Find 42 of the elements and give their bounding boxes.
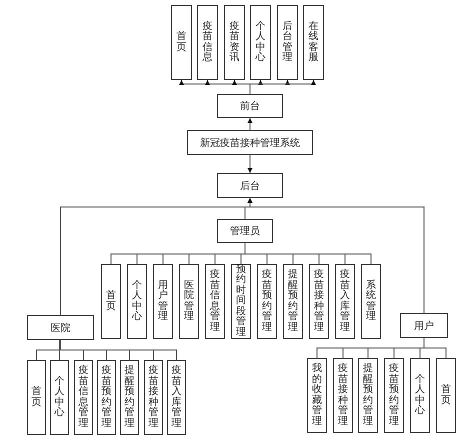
module-box: 个人中心	[50, 360, 69, 435]
arrow	[248, 118, 252, 130]
module-box: 首页	[101, 264, 121, 339]
module-box: 疫苗预约管理	[257, 264, 277, 339]
module-box: 后台	[217, 173, 283, 198]
module-box: 疫苗入库管理	[335, 264, 355, 339]
module-box: 疫苗信息	[197, 5, 218, 80]
module-box: 疫苗预约管理	[384, 358, 404, 433]
connector-line	[59, 340, 60, 360]
connector-line	[424, 338, 446, 358]
connector-line	[244, 242, 372, 264]
module-box: 首页	[171, 5, 192, 80]
module-box: 疫苗接种管理	[144, 360, 163, 435]
module-box: 前台	[217, 94, 283, 118]
module-box: 疫苗信息管理	[205, 264, 225, 339]
module-box: 疫苗接种管理	[333, 358, 353, 433]
module-box: 医院	[27, 315, 94, 340]
module-box: 提醒预约管理	[120, 360, 139, 435]
module-box: 首页	[27, 360, 46, 435]
module-box: 系统管理	[361, 264, 381, 339]
module-box: 疫苗预约管理	[97, 360, 116, 435]
module-box: 预约时间段管理	[231, 264, 251, 339]
module-box: 新冠疫苗接种管理系统	[187, 130, 313, 155]
module-box: 个人中心	[127, 264, 147, 339]
module-box: 个人中心	[410, 358, 430, 433]
module-box: 个人中心	[250, 5, 271, 80]
arrow	[248, 198, 424, 314]
module-box: 提醒预约管理	[358, 358, 378, 433]
arrow	[248, 154, 252, 174]
module-box: 疫苗资讯	[224, 5, 245, 80]
module-box: 疫苗接种管理	[309, 264, 329, 339]
module-box: 后台管理	[277, 5, 298, 80]
module-box: 在线客服	[303, 5, 324, 80]
module-box: 管理员	[217, 219, 273, 243]
module-box: 疫苗入库管理	[167, 360, 186, 435]
module-box: 医院管理	[179, 264, 199, 339]
module-box: 疫苗信息管理	[74, 360, 93, 435]
module-box: 首页	[436, 358, 456, 433]
module-box: 用户管理	[153, 264, 173, 339]
module-box: 提醒预约管理	[283, 264, 303, 339]
module-box: 我的收藏管理	[307, 358, 327, 433]
module-box: 用户	[400, 313, 448, 338]
